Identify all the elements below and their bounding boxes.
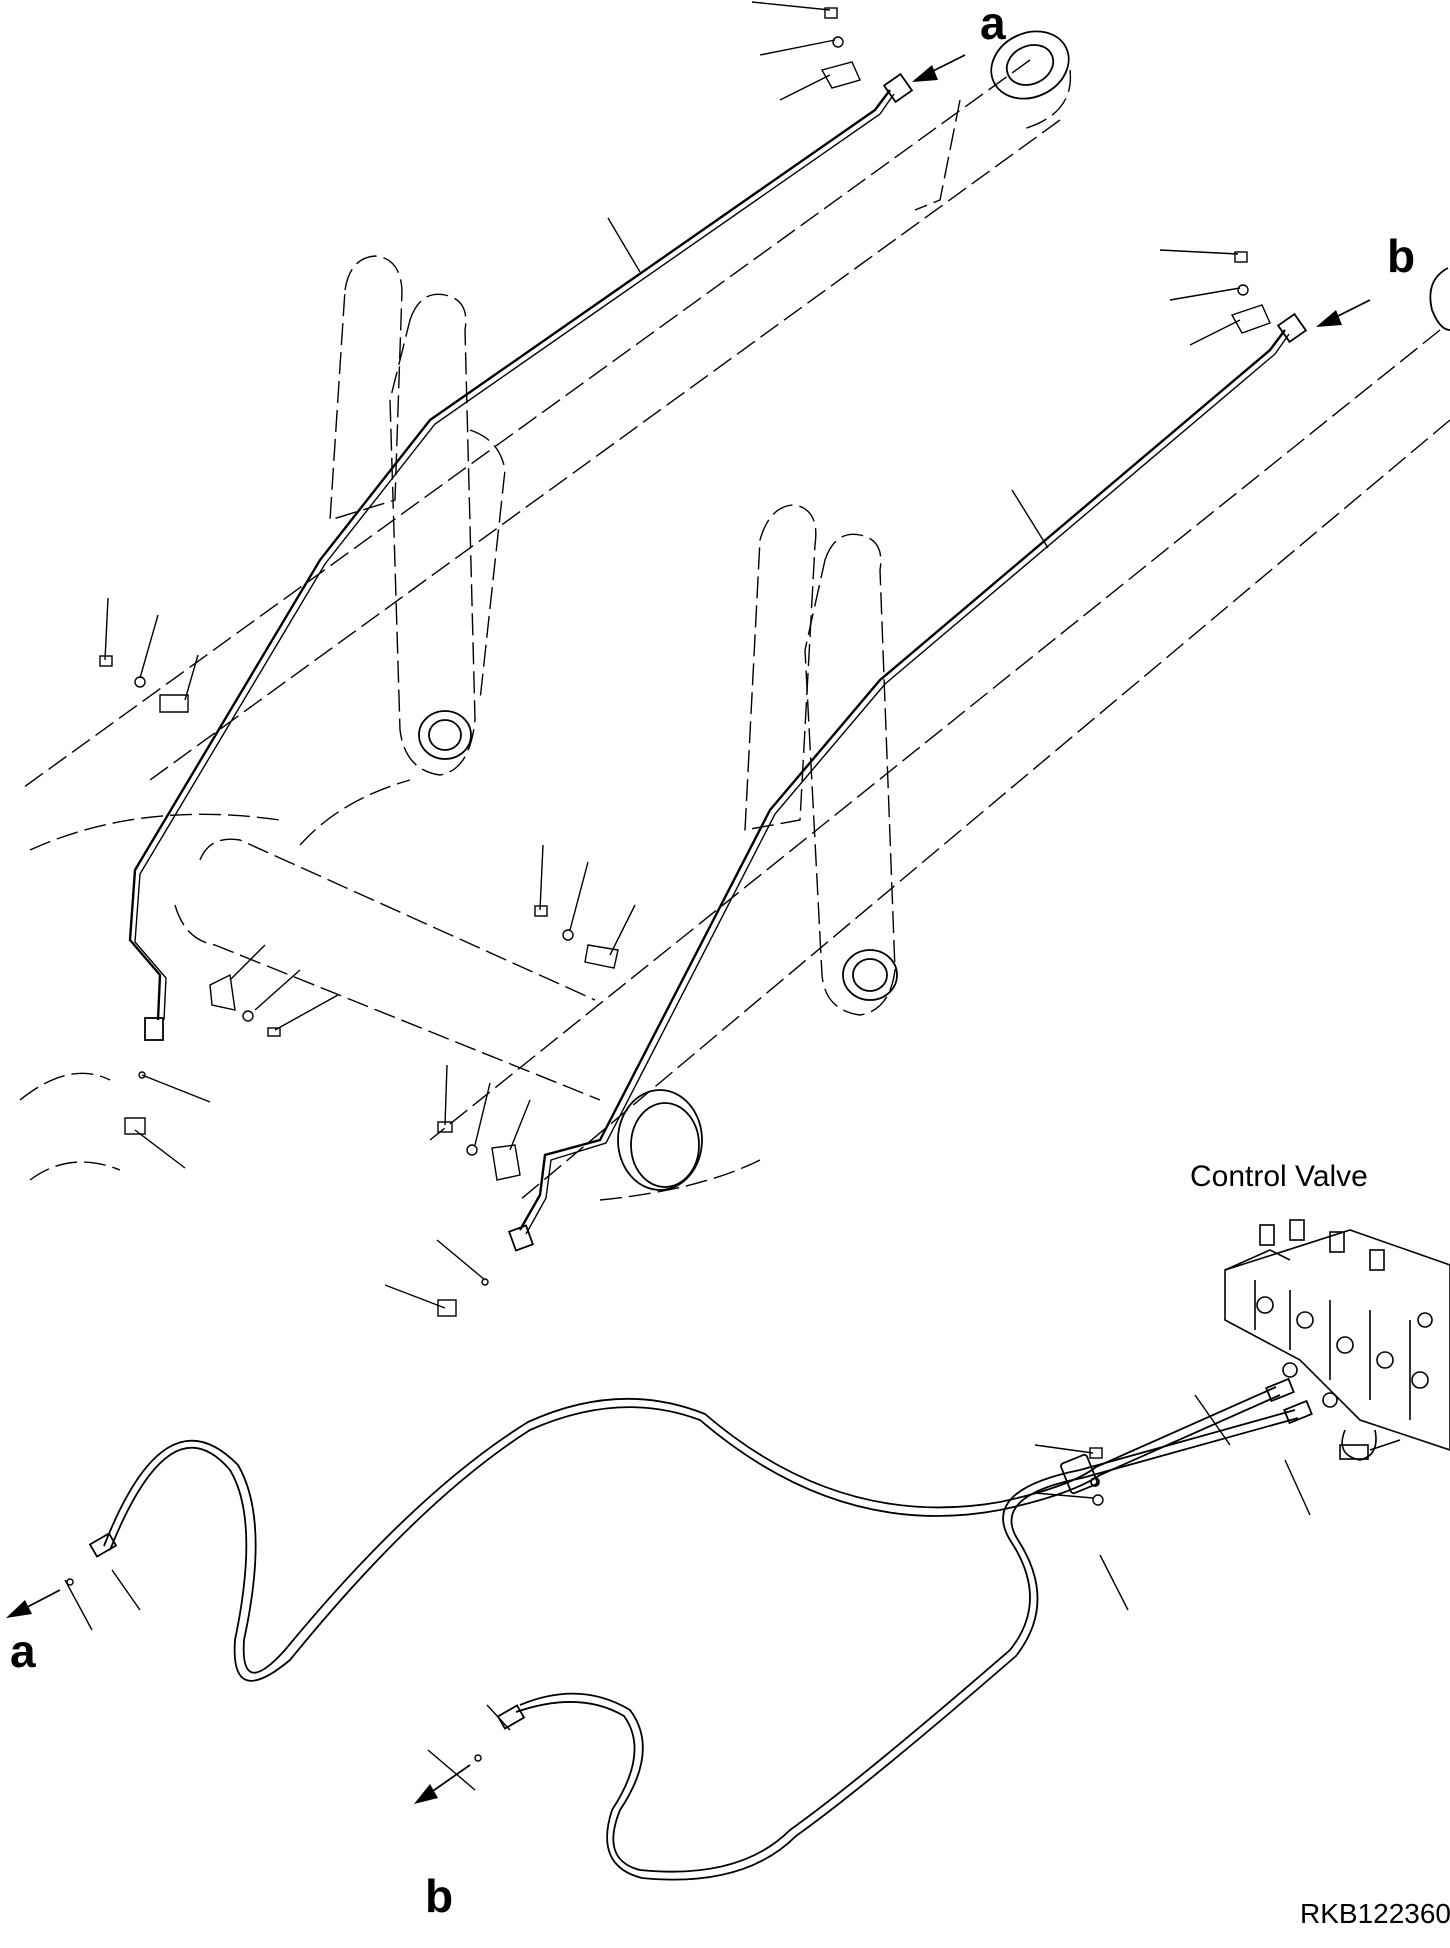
- boom-bushings: [418, 30, 1450, 1191]
- callout-b-bottom: b: [425, 1870, 454, 1922]
- clamp-group-crossbar-right: [437, 1064, 531, 1181]
- control-valve-label: Control Valve: [1190, 1160, 1368, 1193]
- clamp-group-top: [751, 1, 861, 101]
- loose-parts-middle: [384, 1239, 489, 1317]
- boom-crossbar: [174, 779, 601, 1101]
- drawing-code: RKB122360: [1300, 1898, 1450, 1929]
- pivot-plate-left: [329, 255, 506, 776]
- clamp-group-middle: [534, 844, 636, 969]
- pivot-plate-right: [744, 504, 896, 1016]
- arrow-b-top: [1316, 299, 1371, 327]
- callout-a-top: a: [980, 0, 1006, 49]
- tube-b: [518, 329, 1290, 1235]
- clamp-group-crossbar-left: [209, 944, 339, 1037]
- loose-parts-left: [124, 1071, 211, 1169]
- leader-lines: [64, 217, 1049, 1791]
- hose-a: [103, 1386, 1281, 1682]
- boom-outline-right: [19, 329, 1450, 1201]
- arrow-b-bottom: [414, 1754, 482, 1804]
- callout-a-bottom: a: [10, 1625, 36, 1677]
- callout-b-top: b: [1387, 230, 1416, 282]
- arrow-a-top: [912, 54, 966, 82]
- tube-b-fittings: [507, 312, 1308, 1252]
- clamp-group-left: [99, 597, 199, 713]
- tube-a: [128, 89, 895, 1021]
- clamp-group-right-top: [1159, 249, 1271, 346]
- hose-b: [515, 1409, 1299, 1881]
- tube-a-fittings: [144, 72, 914, 1041]
- boom-outline-left: [19, 59, 1072, 851]
- hose-clamp-hardware: [1034, 1394, 1311, 1611]
- arrow-a-bottom: [6, 1578, 74, 1618]
- control-valve: [1224, 1219, 1450, 1461]
- hose-fittings: [88, 1377, 1313, 1730]
